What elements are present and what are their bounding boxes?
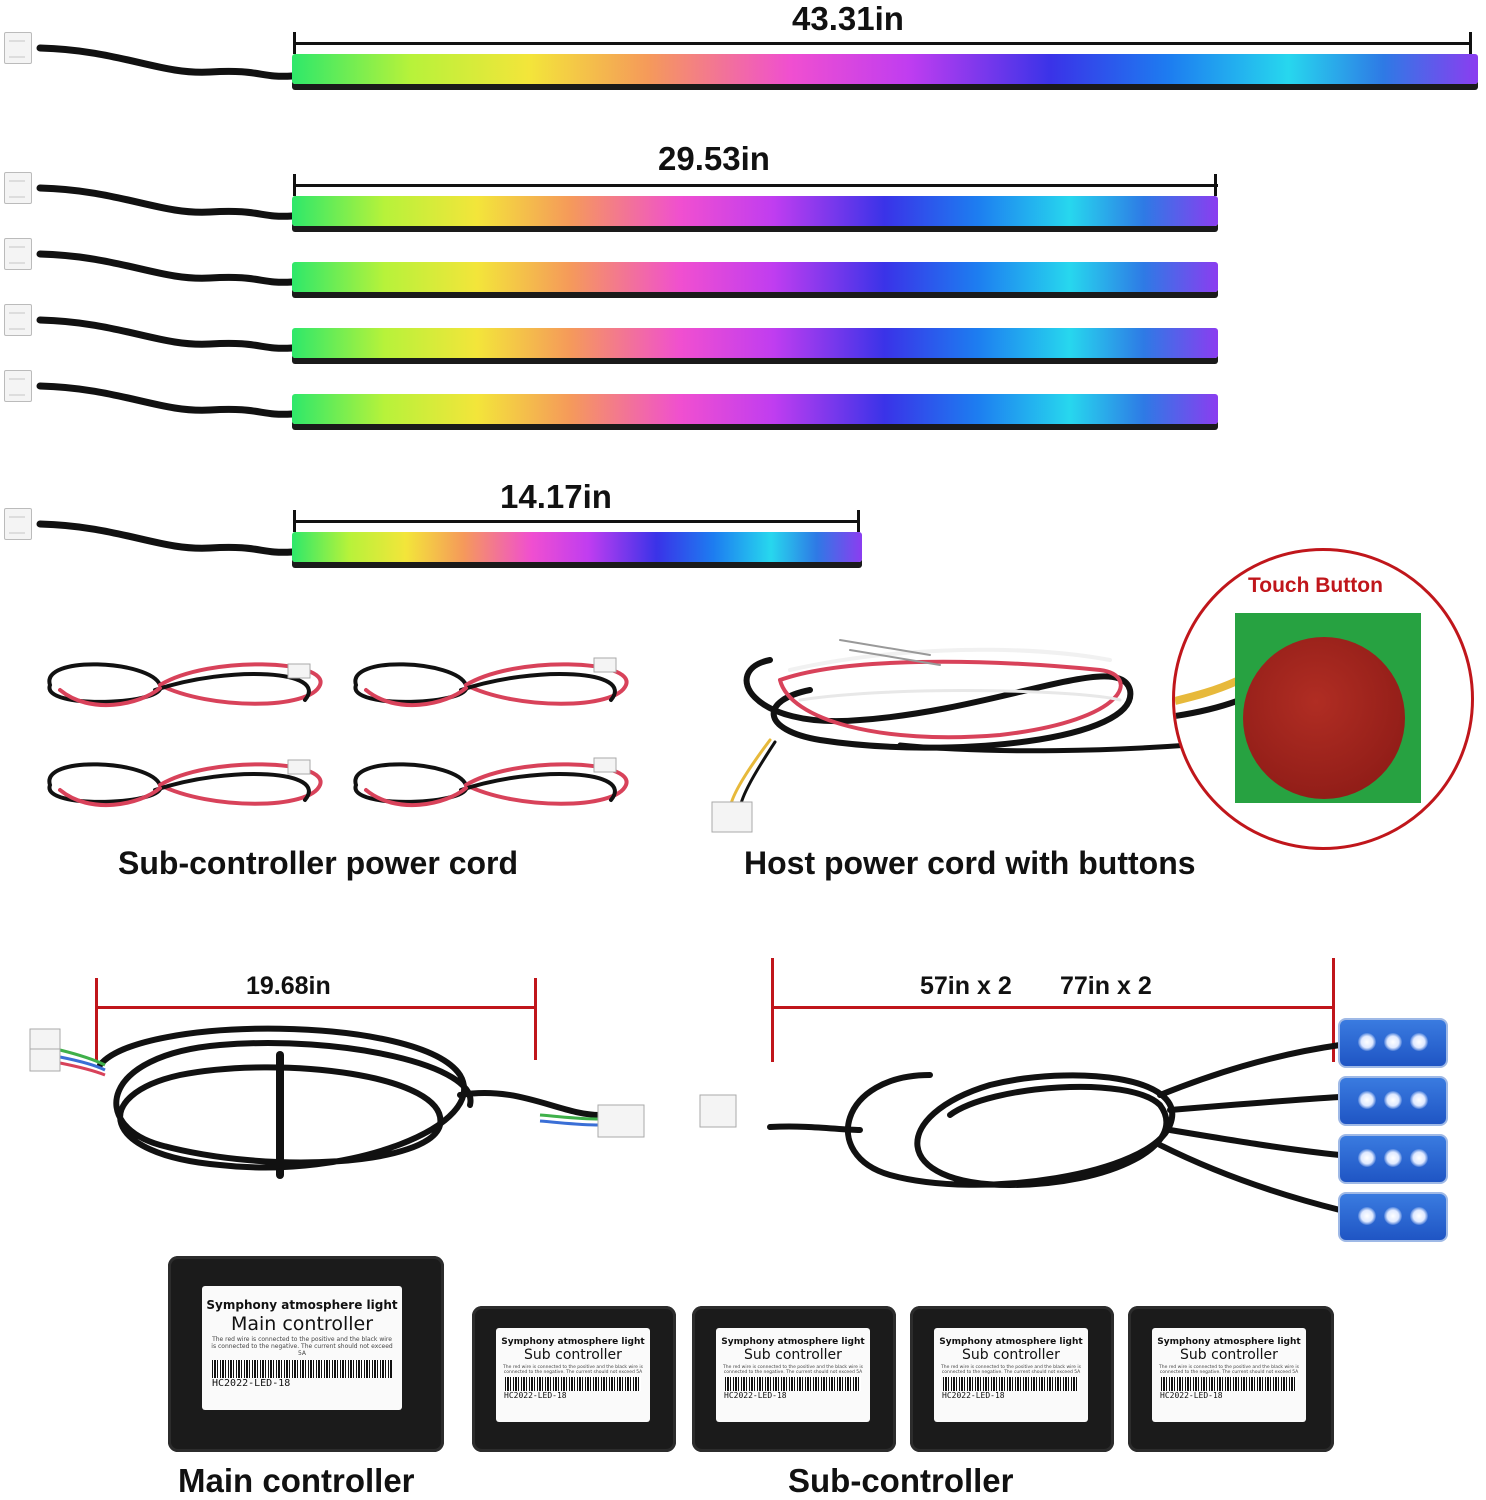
touch-button-board [1235,613,1421,803]
sub-controller-sticker: Symphony atmosphere light Sub controller… [1152,1328,1306,1422]
strip-connector [4,370,32,402]
sticker-name: Sub controller [744,1347,842,1363]
light-strip-medium [292,328,1218,358]
sticker-fine-print: The red wire is connected to the positiv… [211,1336,393,1357]
main-cable-dimension-tick-right [534,978,537,1060]
strip-connector [4,32,32,64]
strip-short-dimension-tick-left [293,510,296,532]
sticker-fine-print: The red wire is connected to the positiv… [1159,1365,1299,1376]
splitter-dimension-line [773,1006,1335,1009]
splitter-dimension-tick-right [1332,958,1335,1062]
sticker-name: Sub controller [1180,1347,1278,1363]
sub-controller-power-cords [47,657,629,808]
sticker-fine-print: The red wire is connected to the positiv… [503,1365,643,1376]
sticker-barcode [1161,1377,1297,1392]
sticker-heading: Symphony atmosphere light [939,1337,1083,1347]
main-controller-box: Symphony atmosphere light Main controlle… [168,1256,444,1452]
touch-button-label: Touch Button [1248,574,1383,597]
main-cable-length-label: 19.68in [246,972,331,1000]
strip-connector [4,172,32,204]
light-strip-medium [292,394,1218,424]
strip-medium-dimension-line [294,184,1218,187]
touch-button-callout [1172,548,1474,850]
sticker-fine-print: The red wire is connected to the positiv… [723,1365,863,1376]
touch-button-pad[interactable] [1243,637,1405,799]
sticker-name: Sub controller [962,1347,1060,1363]
splitter-length-a-label: 57in x 2 [920,972,1012,1000]
strip-medium-length-label: 29.53in [658,140,770,177]
led-module [1338,1018,1448,1068]
sub-controller-power-cord-caption: Sub-controller power cord [118,845,519,881]
sticker-name: Main controller [230,1313,374,1335]
strip-long-dimension-tick-right [1469,32,1472,54]
strip-short-dimension-line [294,520,860,523]
sticker-fine-print: The red wire is connected to the positiv… [941,1365,1081,1376]
touch-button-wires [1175,677,1239,719]
sub-controller-box: Symphony atmosphere light Sub controller… [472,1306,676,1452]
strip-long-dimension-tick-left [293,32,296,54]
sub-controller-sticker: Symphony atmosphere light Sub controller… [496,1328,650,1422]
sticker-model: HC2022-LED-18 [212,1377,291,1389]
host-power-cord [711,639,1193,833]
sub-controller-box: Symphony atmosphere light Sub controller… [692,1306,896,1452]
sticker-name: Sub controller [524,1347,622,1363]
strip-long-length-label: 43.31in [792,0,904,37]
led-module [1338,1076,1448,1126]
host-power-cord-caption: Host power cord with buttons [744,845,1196,881]
sticker-model: HC2022-LED-18 [1160,1391,1223,1401]
splitter-length-b-label: 77in x 2 [1060,972,1152,1000]
strip-connector [4,304,32,336]
strip-connector [4,508,32,540]
light-strip-short [292,532,862,562]
sticker-model: HC2022-LED-18 [724,1391,787,1401]
sticker-heading: Symphony atmosphere light [501,1337,645,1347]
sub-controller-sticker: Symphony atmosphere light Sub controller… [934,1328,1088,1422]
sticker-heading: Symphony atmosphere light [206,1298,398,1312]
sticker-barcode [725,1377,861,1392]
light-strip-medium [292,262,1218,292]
splitter-cable [699,1042,1343,1213]
splitter-dimension-tick-left [771,958,774,1062]
sticker-barcode [212,1359,392,1378]
sub-controller-box: Symphony atmosphere light Sub controller… [1128,1306,1334,1452]
strip-cables [36,44,296,556]
strip-medium-dimension-tick-left [293,174,296,196]
led-module [1338,1134,1448,1184]
sub-controller-sticker: Symphony atmosphere light Sub controller… [716,1328,870,1422]
strip-connector [4,238,32,270]
strip-medium-dimension-tick-right [1214,174,1217,196]
main-cable-dimension-line [96,1006,537,1009]
sub-controller-caption: Sub-controller [788,1462,1014,1499]
sticker-barcode [943,1377,1079,1392]
sticker-model: HC2022-LED-18 [942,1391,1005,1401]
sticker-model: HC2022-LED-18 [504,1391,567,1401]
strip-short-length-label: 14.17in [500,478,612,515]
strip-short-dimension-tick-right [857,510,860,532]
sticker-heading: Symphony atmosphere light [721,1337,865,1347]
light-strip-medium [292,196,1218,226]
main-extension-cable [29,1025,645,1179]
sticker-heading: Symphony atmosphere light [1157,1337,1301,1347]
sticker-barcode [505,1377,641,1392]
main-controller-sticker: Symphony atmosphere light Main controlle… [202,1286,402,1410]
light-strip-long [292,54,1478,84]
sub-controller-box: Symphony atmosphere light Sub controller… [910,1306,1114,1452]
led-module [1338,1192,1448,1242]
main-controller-caption: Main controller [178,1462,415,1499]
strip-long-dimension-line [294,42,1472,45]
main-cable-dimension-tick-left [95,978,98,1060]
